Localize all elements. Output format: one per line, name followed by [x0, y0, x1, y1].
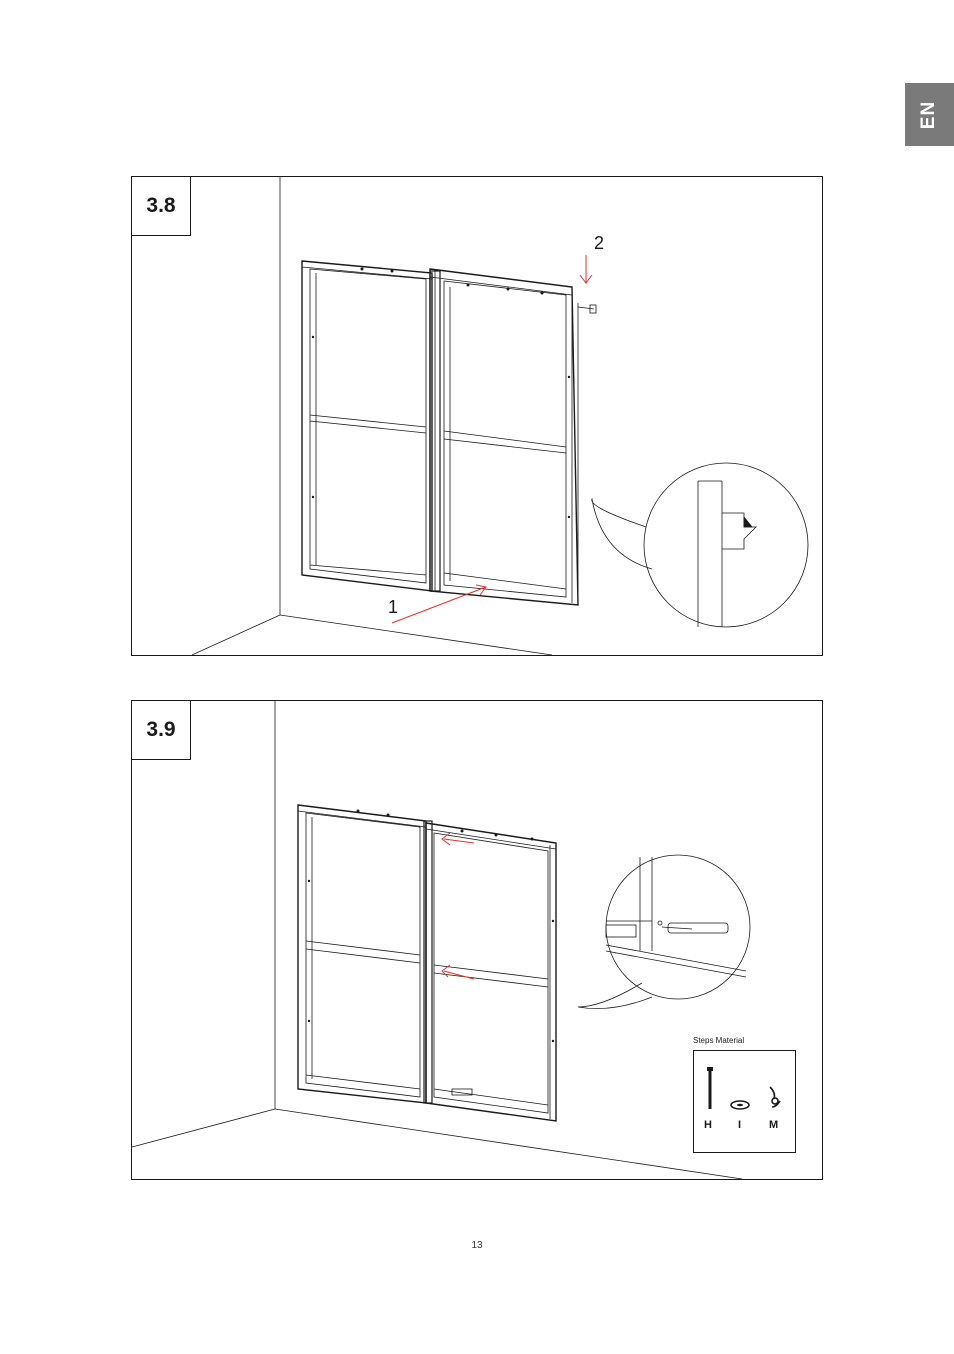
material-label-i: I	[738, 1119, 741, 1131]
material-label-m: M	[769, 1119, 778, 1131]
language-tab: EN	[905, 83, 954, 146]
step-number: 3.8	[132, 177, 191, 236]
step-3-8-panel: 3.8	[131, 176, 823, 656]
step-number: 3.9	[132, 701, 191, 760]
bolt-icon	[707, 1067, 713, 1109]
callout-1: 1	[388, 597, 398, 618]
language-label: EN	[919, 100, 941, 128]
step-3-9-panel: 3.9	[131, 700, 823, 1180]
callout-2: 2	[594, 233, 604, 254]
materials-box: H I M	[693, 1050, 796, 1153]
wing-nut-icon	[770, 1087, 780, 1107]
page-number: 13	[0, 1240, 954, 1251]
washer-icon	[731, 1101, 749, 1109]
material-label-h: H	[704, 1119, 712, 1131]
materials-caption: Steps Material	[693, 1036, 744, 1045]
step-3-8-illustration	[132, 177, 822, 655]
